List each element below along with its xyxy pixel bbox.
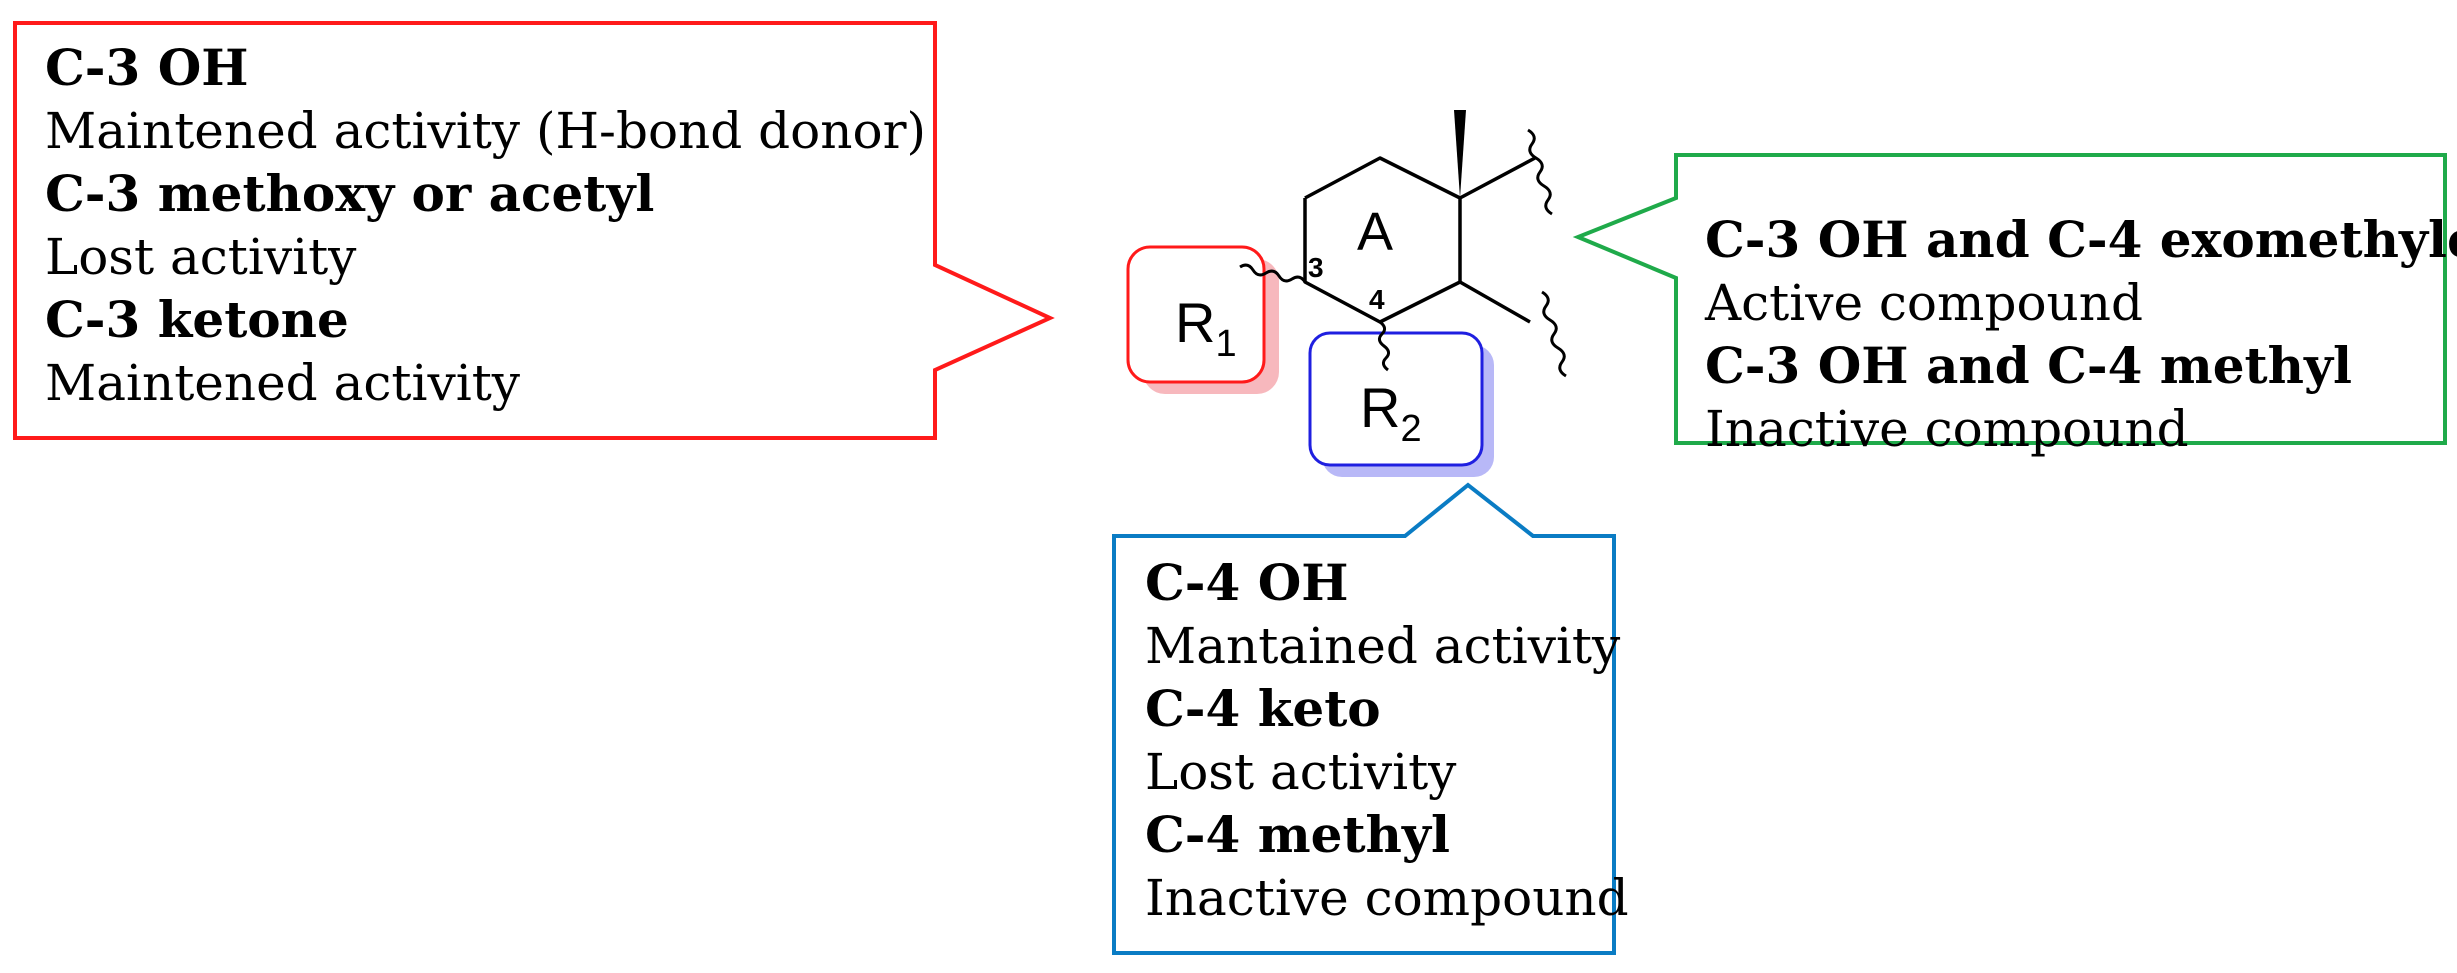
c4-oh-heading: C-4 OH [1145,553,1349,612]
c3-oh-detail: Maintened activity (H-bond donor) [45,102,926,160]
c3-callout-frame [13,21,1055,440]
r2-label: R2 [1360,376,1422,450]
combo-callout-frame [1572,153,2447,445]
c3-oh-heading: C-3 OH [45,38,249,97]
combo-callout: C-3 OH and C-4 exomethylene Active compo… [1572,153,2457,458]
ring-a-label: A [1357,202,1393,262]
c4-keto-heading: C-4 keto [1145,679,1381,738]
c3-methoxy-acetyl-detail: Lost activity [45,228,357,286]
c4-keto-detail: Lost activity [1145,743,1457,801]
c4-callout: C-4 OH Mantained activity C-4 keto Lost … [1112,482,1629,955]
r2-letter: R [1360,376,1400,439]
r2-box [1308,331,1484,467]
combo-methyl-heading: C-3 OH and C-4 methyl [1705,336,2352,395]
c3-ketone-detail: Maintened activity [45,354,521,412]
r1-label: R1 [1175,291,1237,365]
upper-wavy-break [1527,128,1553,216]
c4-methyl-heading: C-4 methyl [1145,805,1450,864]
c4-methyl-detail: Inactive compound [1145,869,1629,927]
combo-methyl-detail: Inactive compound [1705,400,2189,458]
c10-c9-bond [1459,156,1536,200]
combo-exomethylene-detail: Active compound [1704,274,2143,332]
c3-ketone-heading: C-3 ketone [45,290,349,349]
c4-callout-frame [1112,482,1616,955]
combo-exomethylene-heading: C-3 OH and C-4 exomethylene [1705,210,2457,269]
c3-callout: C-3 OH Maintened activity (H-bond donor)… [13,21,1055,440]
c3-methoxy-acetyl-heading: C-3 methoxy or acetyl [45,164,654,223]
r2-subscript: 2 [1400,408,1421,450]
r1-box [1126,245,1266,384]
c3-r1-wavy-bond [1239,263,1307,283]
lower-wavy-break [1541,290,1567,378]
c4-oh-detail: Mantained activity [1145,617,1621,675]
r1-subscript: 1 [1215,323,1236,365]
position-4-label: 4 [1369,284,1385,315]
c4-r2-wavy-bond [1377,320,1391,372]
position-3-label: 3 [1308,252,1324,283]
ring-a-structure: A 3 4 R1 R2 [1126,110,1567,477]
r1-letter: R [1175,291,1215,354]
methyl-wedge [1454,110,1466,198]
c5-c6-bond [1459,280,1531,324]
